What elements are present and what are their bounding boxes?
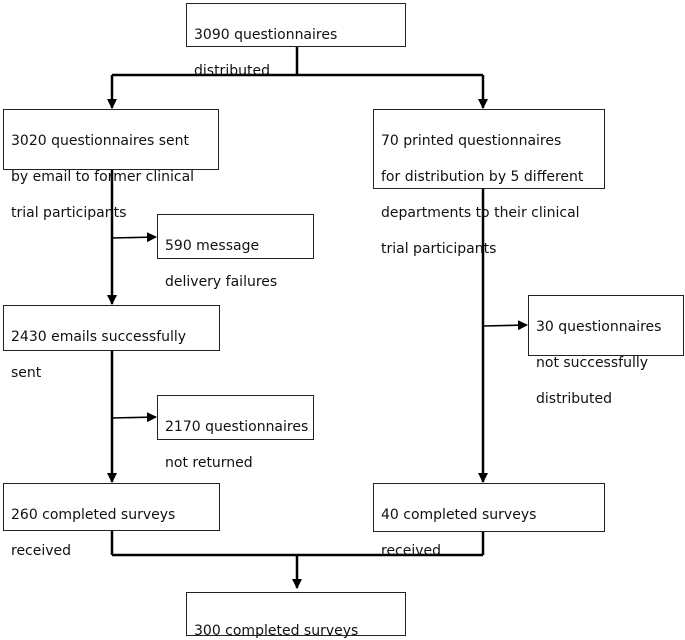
box-line: 2170 questionnaires — [165, 419, 309, 435]
box-line: 70 printed questionnaires — [381, 133, 562, 149]
not-returned-box: 2170 questionnaires not returned — [157, 395, 314, 471]
box-line: 30 questionnaires — [536, 319, 662, 335]
printed-completed-surveys-box: 40 completed surveys received — [373, 483, 605, 559]
box-line: distributed — [536, 391, 612, 407]
arrow-to-delivery-failures — [111, 232, 157, 243]
box-line: 300 completed surveys — [194, 623, 359, 639]
box-line: received — [11, 543, 72, 559]
arrow-to-not-distributed — [482, 320, 528, 331]
box-line: 260 completed surveys — [11, 507, 176, 523]
box-line: departments to their clinical — [381, 205, 580, 221]
email-sent-box: 3020 questionnaires sent by email to for… — [3, 109, 219, 221]
questionnaires-distributed-box: 3090 questionnaires distributed — [186, 3, 406, 79]
box-line: delivery failures — [165, 274, 278, 290]
box-line: 3090 questionnaires — [194, 27, 338, 43]
box-line: trial participants — [11, 205, 127, 221]
not-distributed-box: 30 questionnaires not successfully distr… — [528, 295, 684, 407]
box-line: for distribution by 5 different — [381, 169, 584, 185]
box-line: by email to former clinical — [11, 169, 195, 185]
box-line: distributed — [194, 63, 270, 79]
email-completed-surveys-box: 260 completed surveys received — [3, 483, 220, 559]
delivery-failures-box: 590 message delivery failures — [157, 214, 314, 290]
box-line: 590 message — [165, 238, 260, 254]
box-line: 2430 emails successfully — [11, 329, 187, 345]
box-line: trial participants — [381, 241, 497, 257]
box-line: 3020 questionnaires sent — [11, 133, 189, 149]
box-line: received — [381, 543, 442, 559]
box-line: not successfully — [536, 355, 649, 371]
box-line: not returned — [165, 455, 253, 471]
emails-successfully-sent-box: 2430 emails successfully sent — [3, 305, 220, 381]
box-line: sent — [11, 365, 42, 381]
arrow-to-not-returned — [111, 412, 157, 423]
box-line: 40 completed surveys — [381, 507, 537, 523]
printed-questionnaires-box: 70 printed questionnaires for distributi… — [373, 109, 605, 257]
total-completed-surveys-box: 300 completed surveys — [186, 592, 406, 639]
